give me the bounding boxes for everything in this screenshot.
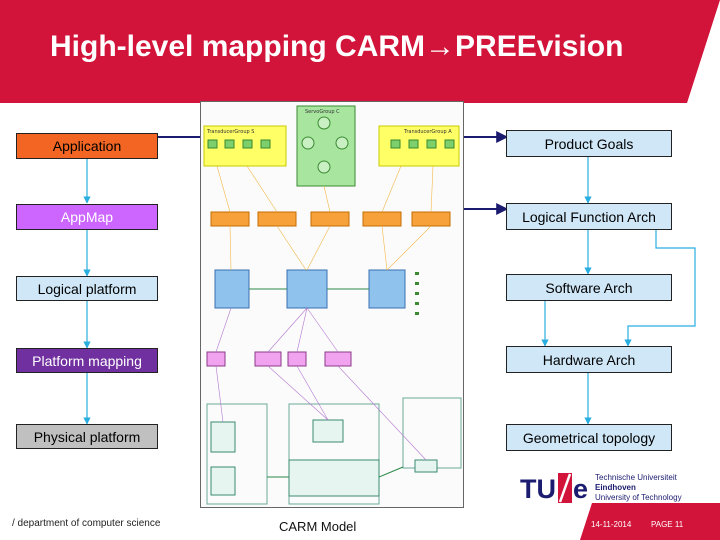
geometrical-topology-box: Geometrical topology [506, 424, 672, 451]
hardware-arch-label: Hardware Arch [542, 351, 636, 368]
platform-mapping-box: Platform mapping [16, 348, 158, 373]
hardware-arch-box: Hardware Arch [506, 346, 672, 373]
svg-text:TU: TU [520, 474, 556, 504]
group-links [216, 165, 434, 271]
platform-mapping-label: Platform mapping [32, 352, 142, 369]
application-label: Application [52, 138, 122, 154]
svg-text:e: e [573, 474, 588, 504]
servo-nodes [301, 116, 349, 174]
logical-platform-label: Logical platform [37, 280, 137, 297]
tue-name-line3: University of Technology [595, 493, 682, 502]
department-label: / department of computer science [12, 518, 160, 529]
geometrical-topology-label: Geometrical topology [522, 429, 656, 446]
bus-links [249, 288, 404, 478]
tue-name-line2: Eindhoven [595, 483, 636, 492]
appmap-box: AppMap [16, 204, 158, 230]
legend-markers [415, 272, 419, 315]
tue-logo-icon: TU e [520, 473, 588, 504]
footer-date: 14-11-2014 [591, 520, 632, 529]
platform-nodes [214, 269, 406, 309]
product-goals-label: Product Goals [544, 135, 634, 152]
logical-platform-box: Logical platform [16, 276, 158, 301]
transducer-group-right-label: TransducerGroup A [403, 129, 452, 135]
appmap-label: AppMap [60, 209, 114, 225]
page-title: High-level mapping CARM→PREEvision [50, 30, 624, 63]
carm-diagram-svg: TransducerGroup S TransducerGroup A Serv… [203, 105, 462, 505]
logical-function-arch-box: Logical Function Arch [506, 203, 672, 230]
physical-platform-box: Physical platform [16, 424, 158, 449]
footer-page-number: PAGE 11 [651, 520, 684, 529]
tue-name-line1: Technische Universiteit [595, 473, 677, 482]
title-banner [0, 0, 720, 103]
software-arch-label: Software Arch [545, 279, 633, 296]
link-lfa-hw [624, 230, 696, 347]
logical-function-arch-label: Logical Function Arch [522, 208, 656, 225]
transducer-group-left-label: TransducerGroup S [206, 129, 254, 135]
processing-blocks [210, 211, 451, 227]
footer-bar [580, 503, 720, 540]
carm-model-diagram: TransducerGroup S TransducerGroup A Serv… [200, 101, 464, 508]
physical-enclosures [206, 397, 462, 505]
physical-platform-label: Physical platform [33, 428, 141, 445]
servo-group-label: ServoGroup C [305, 109, 340, 115]
product-goals-box: Product Goals [506, 130, 672, 157]
transducer-nodes [207, 139, 455, 149]
diagram-caption: CARM Model [279, 519, 357, 534]
platform-links [215, 307, 427, 461]
application-box: Application [16, 133, 158, 159]
tue-name: Technische Universiteit Eindhoven Univer… [595, 473, 682, 503]
mapping-blocks [206, 351, 352, 367]
department-text: / department of computer science [12, 518, 161, 529]
physical-nodes [210, 419, 438, 497]
software-arch-box: Software Arch [506, 274, 672, 301]
